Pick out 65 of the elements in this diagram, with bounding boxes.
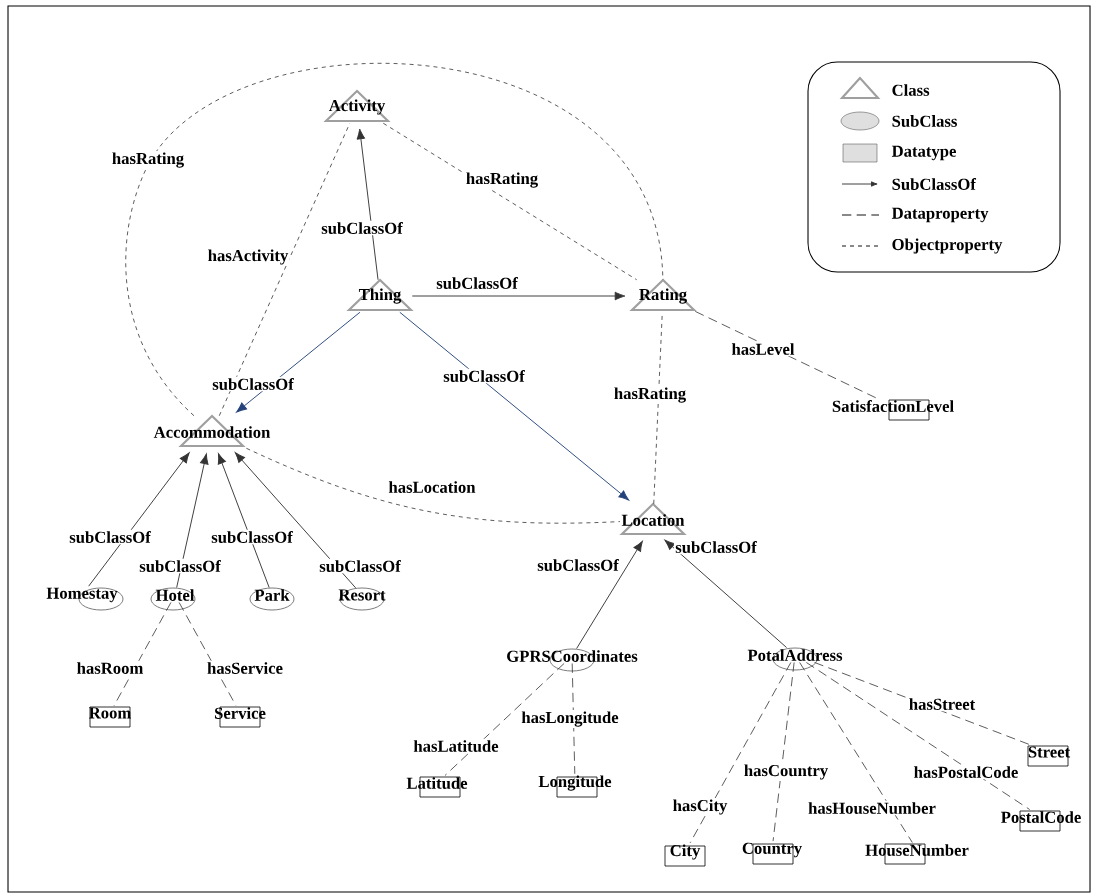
- arrow: [399, 311, 630, 501]
- arrow: [236, 311, 361, 413]
- edge-label: hasActivity: [206, 248, 290, 266]
- edge-label: hasStreet: [907, 696, 977, 712]
- datatype-box: HouseNumber: [865, 843, 969, 865]
- arrow: [411, 291, 626, 301]
- edge-label: hasCity: [671, 798, 729, 816]
- legend-label: Class: [892, 84, 930, 96]
- connector-line: [382, 122, 638, 281]
- arrow: [176, 453, 209, 588]
- arrow: [234, 452, 357, 589]
- arrow: [576, 540, 643, 649]
- datatype-box: Room: [89, 706, 131, 728]
- legend-label: Datatype: [891, 145, 956, 161]
- connector-line: [113, 602, 172, 707]
- edge-label: subClassOf: [319, 220, 405, 236]
- edge-label: hasRoom: [75, 660, 145, 676]
- datatype-box: Country: [742, 842, 802, 865]
- connector-line: [772, 662, 795, 842]
- edge-label: hasLongitude: [520, 710, 620, 728]
- datatype-box: PostalCode: [1001, 810, 1081, 832]
- edge-label: hasRating: [612, 386, 688, 404]
- legend-label: Dataproperty: [891, 207, 989, 223]
- edge-label: subClassOf: [67, 529, 153, 545]
- edge-label: hasRating: [110, 151, 186, 169]
- datatype-box: Latitude: [406, 776, 468, 798]
- connector-line: [218, 122, 351, 417]
- edge-label: hasLatitude: [412, 738, 500, 754]
- edge-label: subClassOf: [137, 558, 223, 574]
- arrow: [664, 539, 788, 648]
- connector-line: [571, 663, 576, 775]
- edge-label: hasHouseNumber: [806, 800, 938, 816]
- connector-line: [125, 62, 664, 417]
- class-triangle: Accommodation: [153, 414, 271, 448]
- connector-line: [689, 662, 792, 844]
- connector-line: [245, 447, 621, 524]
- edge-label: subClassOf: [317, 558, 403, 574]
- edge-label: hasService: [205, 660, 285, 676]
- datatype-box: Service: [215, 706, 266, 728]
- datatype-box: Longitude: [538, 775, 612, 798]
- edge-label: subClassOf: [209, 529, 295, 545]
- edge-label: subClassOf: [673, 539, 759, 555]
- edge-label: hasLevel: [730, 341, 796, 357]
- datatype-box: Street: [1027, 745, 1071, 767]
- connector-line: [444, 663, 565, 776]
- edge-label: subClassOf: [441, 368, 527, 384]
- edge-label: hasPostalCode: [912, 764, 1020, 780]
- legend-label: Objectproperty: [892, 238, 1003, 254]
- connector-line: [799, 662, 913, 843]
- edge-label: subClassOf: [535, 557, 621, 573]
- arrow: [88, 452, 190, 587]
- arrow: [356, 128, 379, 281]
- edge-label: hasCountry: [742, 763, 830, 781]
- connector-line: [178, 602, 237, 706]
- legend-label: SubClassOf: [892, 178, 977, 190]
- edge-label: subClassOf: [434, 275, 520, 291]
- datatype-box: City: [664, 844, 706, 867]
- edge-label: subClassOf: [210, 376, 296, 392]
- connector-line: [694, 311, 878, 399]
- edge-label: hasLocation: [387, 479, 477, 495]
- arrow: [217, 453, 270, 588]
- legend-label: SubClass: [892, 115, 957, 127]
- connector-line: [805, 662, 1031, 810]
- datatype-box: SatisfactionLevel: [832, 399, 954, 421]
- edge-label: hasRating: [464, 171, 540, 189]
